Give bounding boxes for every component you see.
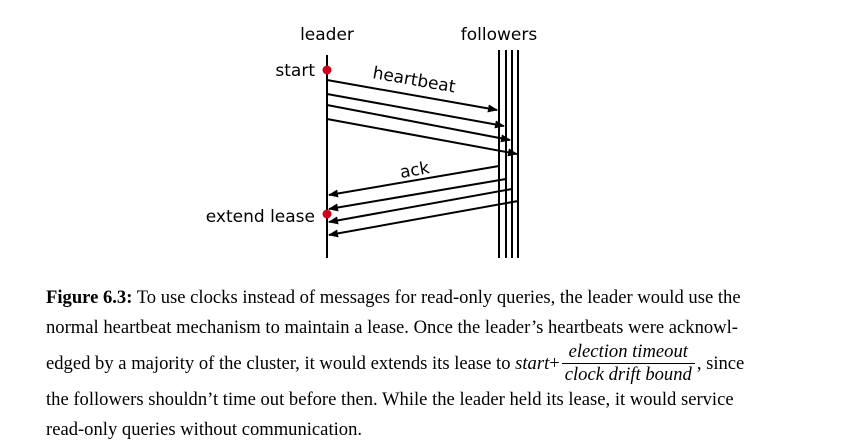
caption-line: normal heartbeat mechanism to maintain a… xyxy=(46,317,738,338)
fraction-denominator: clock drift bound xyxy=(564,364,692,386)
heartbeat-label: heartbeat xyxy=(371,63,457,97)
extend-lease-marker xyxy=(322,209,332,219)
fraction-numerator: election timeout xyxy=(561,342,695,365)
extend-lease-label: extend lease xyxy=(206,207,315,227)
caption-line: read-only queries without communication. xyxy=(46,419,363,440)
heartbeat-arrow xyxy=(326,118,518,157)
caption-text: edged by a majority of the cluster, it w… xyxy=(46,353,511,374)
figure-label: Figure 6.3: xyxy=(46,287,133,308)
ack-arrow xyxy=(328,165,500,198)
caption-line: the followers shouldn’t time out before … xyxy=(46,389,734,410)
caption-line: Figure 6.3: To use clocks instead of mes… xyxy=(46,283,836,313)
caption-line: edged by a majority of the cluster, it w… xyxy=(46,342,836,386)
ack-arrow xyxy=(328,188,513,225)
start-label: start xyxy=(275,61,315,81)
ack-arrow xyxy=(328,200,519,238)
followers-label: followers xyxy=(461,25,538,45)
caption-text: , since xyxy=(696,353,745,374)
heartbeat-arrow xyxy=(326,93,505,129)
start-marker xyxy=(322,65,332,75)
lease-sequence-diagram: leader followers heartbeat ack start ext… xyxy=(206,25,538,258)
heartbeat-arrow xyxy=(326,79,498,113)
math-plus: + xyxy=(549,353,560,374)
caption-text: To use clocks instead of messages for re… xyxy=(136,287,741,308)
math-start: start xyxy=(515,353,550,374)
heartbeat-arrow xyxy=(326,104,511,143)
ack-arrow xyxy=(328,178,507,212)
figure-caption: Figure 6.3: To use clocks instead of mes… xyxy=(46,283,836,445)
leader-label: leader xyxy=(300,25,354,45)
